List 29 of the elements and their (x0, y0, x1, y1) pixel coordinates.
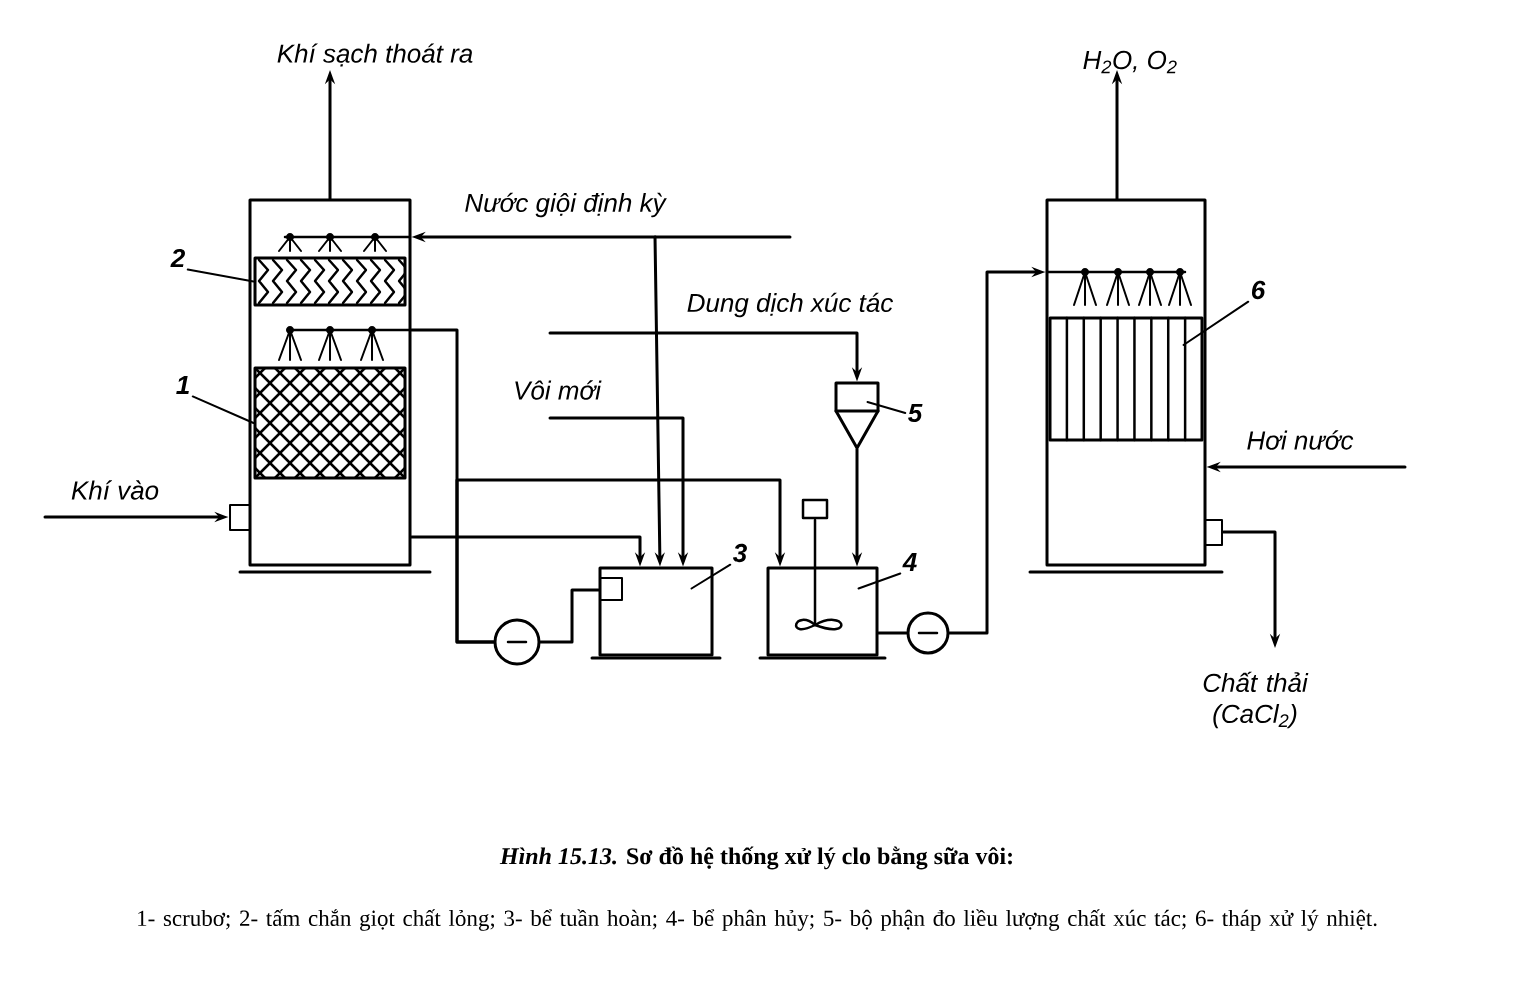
edge-label: Vôi mới (515, 380, 602, 400)
edge-label: Nước giội định kỳ (465, 192, 667, 218)
packing-layer (253, 366, 407, 480)
tube-bundle (1048, 316, 1204, 442)
pipe-arrow (455, 478, 786, 644)
leader-line (191, 395, 255, 424)
dosing-unit (834, 381, 880, 450)
callout-number: 2 (170, 248, 185, 268)
edge-label: Dung dịch xúc tác (687, 292, 893, 318)
edge-label: H$_{2}$O, O$_{2}$ (1083, 50, 1177, 74)
edge-label: Hơi nước (1247, 430, 1354, 450)
leader-line (1182, 300, 1250, 346)
callout-number: 6 (1252, 280, 1266, 300)
pump (906, 611, 950, 655)
droplet-separator (253, 256, 407, 307)
callout-number: 5 (908, 403, 923, 423)
callout-number: 1 (176, 376, 189, 394)
figure-title: Hình 15.13. Sơ đồ hệ thống xử lý clo bằng sữa vôi: (499, 846, 1012, 870)
edge-label: Khí sạch thoát ra (277, 43, 473, 67)
leader-line (866, 401, 907, 414)
edge-label: Khí vào (71, 480, 159, 500)
edge-label: Chất thải (CaCl$_{2}$) (1203, 671, 1309, 729)
pump (493, 618, 541, 666)
tank (590, 566, 722, 660)
callout-number: 4 (902, 553, 917, 571)
figure-caption: 1- scrubơ; 2- tấm chắn giọt chất lỏng; 3- bể tuần hoàn; 4- bể phân hủy; 5- bộ phận đo liều lượng chất xúc tác; 6- tháp xử lý nhiệt. (138, 909, 1377, 931)
tank (758, 498, 887, 660)
leader-line (186, 268, 255, 283)
callout-number: 3 (733, 543, 747, 563)
